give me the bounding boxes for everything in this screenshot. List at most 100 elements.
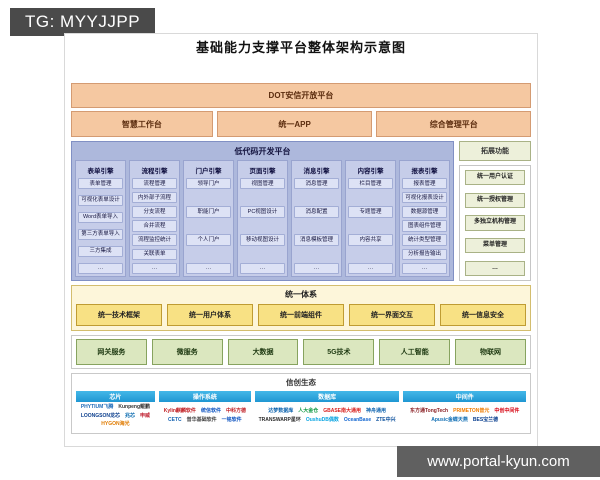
engine-column: 报表引擎 报表管理可视化报表设计数据源管理图表组件管理统计类型管理分析报告输出… <box>399 160 450 277</box>
vendor-logo: CETC <box>168 416 182 423</box>
engine-item: … <box>240 262 285 274</box>
telegram-watermark-badge: TG: MYYJJPP <box>10 8 156 36</box>
engine-item: 可视化表单设计 <box>78 194 123 207</box>
engine-item: 内外部子流程 <box>132 192 177 204</box>
vendor-logo: LOONGSON龙芯 <box>80 412 120 419</box>
vendor-logo: PHYTIUM飞腾 <box>80 404 114 410</box>
engine-column-header: 消息引擎 <box>303 168 330 175</box>
engine-item: 栏目管理 <box>348 178 393 190</box>
engine-item: … <box>132 262 177 274</box>
lowcode-platform-title: 低代码开发平台 <box>234 147 291 156</box>
engine-item: Word表单导入 <box>78 211 123 224</box>
vendor-logo: 东方通TongTech <box>409 408 449 415</box>
tech-box: 5G技术 <box>303 339 375 365</box>
engine-item-list: 报表管理可视化报表设计数据源管理图表组件管理统计类型管理分析报告输出… <box>402 178 447 274</box>
ecosystem-logo-list: 东方通TongTech PRIMETON普元中创中间件 Apusic金蝶天燕 BES宝… <box>403 402 526 429</box>
unified-system-title: 统一体系 <box>285 290 317 299</box>
vendor-logo: TRANSWARP星环 <box>258 416 301 423</box>
open-platform-bar: DOT安信开放平台 <box>71 83 531 108</box>
engine-item: … <box>186 262 231 274</box>
engine-item: … <box>78 262 123 274</box>
engine-item: 三方集成 <box>78 245 123 258</box>
extensions-sidebar: 拓展功能 统一用户认证统一授权管理多独立机构管理菜单管理… <box>459 141 531 281</box>
unified-system-box: 统一界面交互 <box>349 304 435 326</box>
portal-box: 统一APP <box>216 111 373 137</box>
ecosystem-title: 信创生态 <box>286 378 316 387</box>
engine-column-header: 页面引擎 <box>249 168 276 175</box>
vendor-logo: 神舟通用 <box>366 408 387 415</box>
extension-item: … <box>465 260 525 276</box>
engine-item: 专题管理 <box>348 206 393 218</box>
vendor-logo: Apusic金蝶天燕 <box>431 416 468 423</box>
engine-item: … <box>348 262 393 274</box>
vendor-logo: 申威 <box>140 412 151 419</box>
vendor-logo: OushuDB偶数 <box>305 416 339 423</box>
engine-item-list: 消息管理消息配置消息模板管理 … <box>294 178 339 274</box>
vendor-logo: 中创中间件 <box>494 408 520 415</box>
extension-item: 统一授权管理 <box>465 192 525 208</box>
unified-system-box: 统一用户体系 <box>167 304 253 326</box>
tech-box: 物联网 <box>455 339 526 365</box>
engine-item: 统计类型管理 <box>402 234 447 246</box>
engine-column: 内容引擎 栏目管理专题管理内容共享 … <box>345 160 396 277</box>
engine-item: 第三方表单导入 <box>78 228 123 241</box>
engine-item: 消息模板管理 <box>294 234 339 246</box>
vendor-logo: 一铭软件 <box>221 416 242 423</box>
vendor-logo: 普华基础软件 <box>186 416 217 423</box>
vendor-logo: BES宝兰德 <box>472 416 499 423</box>
engine-item: 内容共享 <box>348 234 393 246</box>
ecosystem-group-header: 数据库 <box>254 391 400 402</box>
engine-item: 数据源管理 <box>402 206 447 218</box>
unified-system-box: 统一信息安全 <box>440 304 526 326</box>
diagram-title: 基础能力支撑平台整体架构示意图 <box>195 40 406 55</box>
engine-item: … <box>294 262 339 274</box>
ecosystem-group: 中间件 东方通TongTech PRIMETON普元中创中间件 Apusic金蝶天燕… <box>403 391 527 429</box>
extensions-item-list: 统一用户认证统一授权管理多独立机构管理菜单管理 … <box>459 165 531 281</box>
engine-item: PC视图设计 <box>240 206 285 218</box>
engine-column-header: 报表引擎 <box>411 168 438 175</box>
extension-item: 统一用户认证 <box>465 170 525 186</box>
engine-item: 表单管理 <box>78 178 123 190</box>
engine-column: 流程引擎 流程管理内外部子流程分支流程合并流程流程监控统计关联表单… <box>129 160 180 277</box>
engine-item: 领导门户 <box>186 178 231 190</box>
engine-item: 消息管理 <box>294 178 339 190</box>
vendor-logo: OceanBase <box>343 416 372 423</box>
unified-system-box: 统一技术框架 <box>76 304 162 326</box>
engine-item-list: 栏目管理专题管理内容共享 … <box>348 178 393 274</box>
extension-item: 菜单管理 <box>465 238 525 254</box>
vendor-logo: ZTE中兴 <box>376 416 396 423</box>
unified-system-row: 统一技术框架统一用户体系统一前端组件统一界面交互统一信息安全 <box>76 304 526 326</box>
engine-item: 视图管理 <box>240 178 285 190</box>
engine-item: 流程监控统计 <box>132 234 177 246</box>
unified-system-band: 统一体系 统一技术框架统一用户体系统一前端组件统一界面交互统一信息安全 <box>71 285 531 331</box>
tech-box: 微服务 <box>151 339 223 365</box>
vendor-logo: HYGON海光 <box>101 421 130 427</box>
vendor-logo: PRIMETON普元 <box>453 408 490 415</box>
extension-item: 多独立机构管理 <box>465 215 525 231</box>
engine-column: 消息引擎 消息管理消息配置消息模板管理 … <box>291 160 342 277</box>
engine-item: 分支流程 <box>132 206 177 218</box>
vendor-logo: Kylin麒麟软件 <box>163 408 196 415</box>
portal-box: 智慧工作台 <box>71 111 213 137</box>
tech-box: 网关服务 <box>76 339 147 365</box>
engine-item: … <box>402 262 447 274</box>
engine-item: 可视化报表设计 <box>402 192 447 204</box>
engine-item: 合并流程 <box>132 220 177 232</box>
engine-item: 消息配置 <box>294 206 339 218</box>
tech-box: 大数据 <box>227 339 299 365</box>
vendor-logo: 统信软件 <box>200 408 221 415</box>
engine-column-header: 内容引擎 <box>357 168 384 175</box>
engine-item-list: 流程管理内外部子流程分支流程合并流程流程监控统计关联表单… <box>132 178 177 274</box>
ecosystem-group-header: 中间件 <box>403 391 527 402</box>
